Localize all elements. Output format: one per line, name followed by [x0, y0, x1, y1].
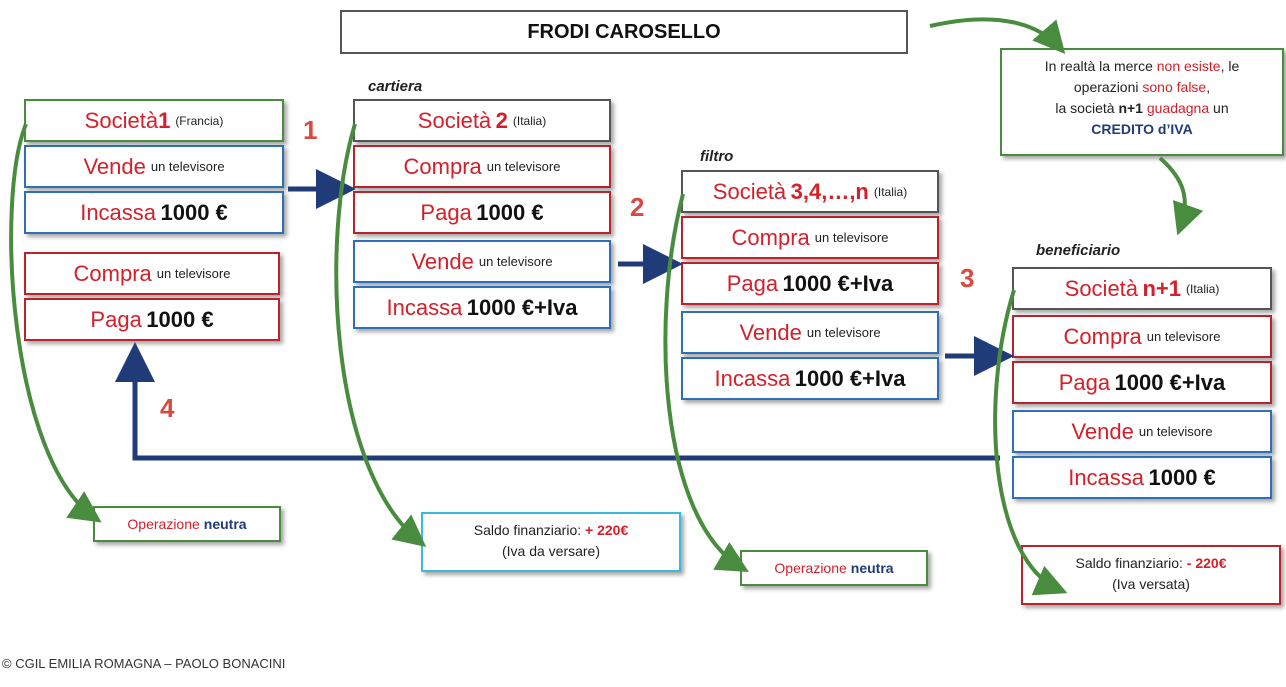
- note-line-2: operazioni sono false,: [1073, 79, 1211, 95]
- company1-cash: Incassa 1000 €: [24, 191, 284, 234]
- company1-pay: Paga 1000 €: [24, 298, 280, 341]
- arrow-curve-3: [663, 193, 749, 573]
- note-line-3: la società n+1 guadagna un: [1055, 100, 1229, 116]
- result-saldo-positivo: Saldo finanziario: + 220€ (Iva da versar…: [421, 512, 681, 572]
- page-title: FRODI CAROSELLO: [527, 20, 721, 43]
- label-filtro: filtro: [700, 148, 734, 165]
- company2-header: Società 2(Italia): [353, 99, 611, 142]
- arrow-curve-top: [929, 17, 1066, 55]
- arrow-curve-4: [993, 289, 1068, 596]
- result-operazione-neutra-2: Operazione neutra: [740, 550, 928, 586]
- note-line-1: In realtà la merce non esiste, le: [1044, 58, 1240, 74]
- company3-header: Società 3,4,…,n(Italia): [681, 170, 939, 213]
- arrow-curve-note: [1158, 156, 1204, 236]
- company2-cash: Incassa 1000 €+Iva: [353, 286, 611, 329]
- step-3: 3: [960, 263, 975, 293]
- note-box: In realtà la merce non esiste, le operaz…: [1000, 48, 1284, 156]
- step-2: 2: [630, 192, 645, 222]
- label-beneficiario: beneficiario: [1036, 242, 1121, 259]
- company4-pay: Paga 1000 €+Iva: [1012, 361, 1272, 404]
- company2-pay: Paga 1000 €: [353, 191, 611, 234]
- arrow-flow-4: [115, 342, 1000, 461]
- step-1: 1: [303, 115, 318, 145]
- company3-pay: Paga 1000 €+Iva: [681, 262, 939, 305]
- arrow-curve-1: [9, 123, 102, 523]
- company3-cash: Incassa 1000 €+Iva: [681, 357, 939, 400]
- footer-copyright: © CGIL EMILIA ROMAGNA – PAOLO BONACINI: [2, 656, 286, 671]
- step-4: 4: [160, 393, 175, 423]
- note-line-4: CREDITO d’IVA: [1091, 121, 1193, 137]
- arrow-curve-2: [334, 123, 427, 548]
- result-operazione-neutra-1: Operazione neutra: [93, 506, 281, 542]
- company4-cash: Incassa 1000 €: [1012, 456, 1272, 499]
- company4-header: Società n+1(Italia): [1012, 267, 1272, 310]
- title-box: FRODI CAROSELLO: [340, 10, 908, 54]
- label-cartiera: cartiera: [368, 78, 423, 95]
